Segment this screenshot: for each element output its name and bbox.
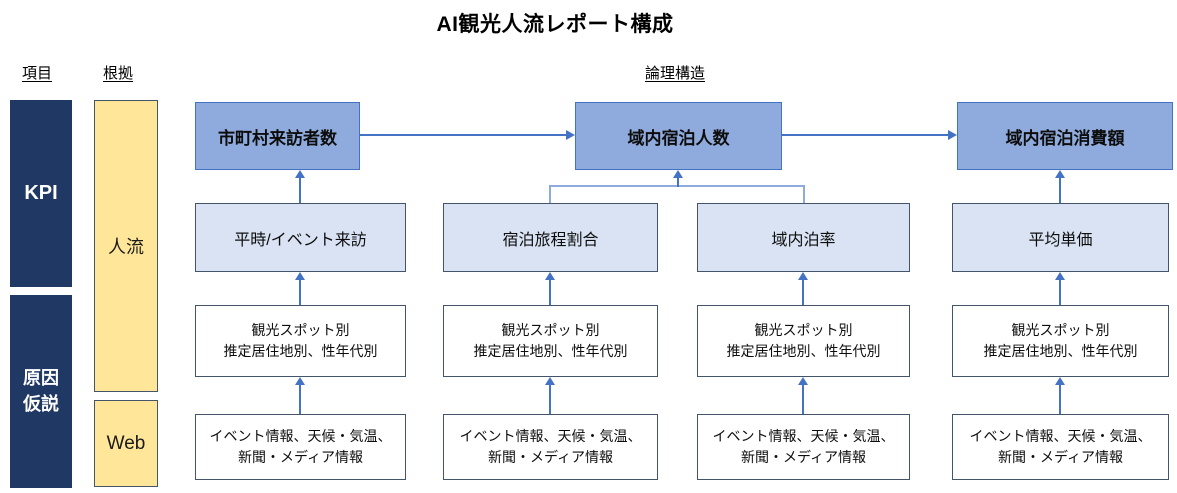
spot-segment-box-4: 観光スポット別 推定居住地別、性年代別 [952, 305, 1169, 377]
arrow-up-web3-spot3 [798, 377, 808, 414]
kpi-box-lodging-spend: 域内宿泊消費額 [957, 102, 1173, 170]
arrow-up-web1-spot1 [295, 377, 305, 414]
arrow-up-driver1-kpi1 [295, 170, 305, 203]
arrow-up-head [1055, 170, 1065, 178]
driver-box-normal-event-visits: 平時/イベント来訪 [195, 203, 406, 272]
arrow-up-shaft [299, 385, 301, 414]
kpi-box-overnight-guests: 域内宿泊人数 [575, 102, 782, 170]
driver-box-in-area-stay-rate: 域内泊率 [697, 203, 910, 272]
arrow-up-head [545, 377, 555, 385]
web-info-box-3: イベント情報、天候・気温、 新聞・メディア情報 [697, 414, 910, 480]
arrow-up-shaft [299, 178, 301, 203]
bracket-line-left-drop [549, 185, 551, 203]
spot-segment-box-2: 観光スポット別 推定居住地別、性年代別 [443, 305, 658, 377]
people-flow-source-label: 人流 [94, 100, 158, 392]
driver-box-lodging-itinerary-ratio: 宿泊旅程割合 [443, 203, 658, 272]
web-source-label: Web [94, 400, 158, 487]
header-logic-structure: 論理構造 [644, 65, 705, 82]
arrow-up-shaft [299, 280, 301, 305]
arrow-up-spot2-driver2 [545, 272, 555, 305]
header-item: 項目 [21, 65, 52, 82]
arrow-up-shaft [1059, 178, 1061, 203]
arrow-up-head [545, 272, 555, 280]
arrow-right-shaft-kpi2-kpi3 [782, 134, 948, 136]
arrow-right-shaft-kpi1-kpi2 [360, 134, 566, 136]
header-evidence: 根拠 [102, 65, 133, 82]
arrow-up-web4-spot4 [1055, 377, 1065, 414]
arrow-up-head [295, 170, 305, 178]
spot-segment-box-1: 観光スポット別 推定居住地別、性年代別 [195, 305, 406, 377]
cause-hypothesis-row-label: 原因 仮説 [10, 295, 72, 488]
arrow-up-shaft [677, 178, 679, 187]
arrow-up-spot4-driver4 [1055, 272, 1065, 305]
web-info-box-2: イベント情報、天候・気温、 新聞・メディア情報 [443, 414, 658, 480]
arrow-up-web2-spot2 [545, 377, 555, 414]
arrow-up-shaft [1059, 385, 1061, 414]
arrow-up-shaft [549, 280, 551, 305]
arrow-up-spot1-driver1 [295, 272, 305, 305]
page-title: AI観光人流レポート構成 [436, 13, 674, 36]
spot-segment-box-3: 観光スポット別 推定居住地別、性年代別 [697, 305, 910, 377]
arrow-up-shaft [549, 385, 551, 414]
arrow-up-head [295, 272, 305, 280]
arrow-up-spot3-driver3 [798, 272, 808, 305]
arrow-up-head [798, 377, 808, 385]
arrow-up-head [798, 272, 808, 280]
arrow-up-head [1055, 377, 1065, 385]
arrow-up-shaft [1059, 280, 1061, 305]
arrow-up-head [673, 170, 683, 178]
web-info-box-4: イベント情報、天候・気温、 新聞・メディア情報 [952, 414, 1169, 480]
arrow-up-shaft [802, 280, 804, 305]
driver-box-average-unit-price: 平均単価 [952, 203, 1169, 272]
kpi-row-label: KPI [10, 100, 72, 287]
arrow-up-shaft [802, 385, 804, 414]
arrow-up-head [1055, 272, 1065, 280]
web-info-box-1: イベント情報、天候・気温、 新聞・メディア情報 [195, 414, 406, 480]
kpi-box-municipal-visitors: 市町村来訪者数 [195, 102, 360, 170]
arrow-up-driver4-kpi3 [1055, 170, 1065, 203]
arrow-up-bracket-kpi2 [673, 170, 683, 187]
bracket-line-right-drop [803, 185, 805, 203]
arrow-right-head-kpi2-kpi3 [948, 130, 957, 140]
arrow-right-head-kpi1-kpi2 [566, 130, 575, 140]
arrow-up-head [295, 377, 305, 385]
